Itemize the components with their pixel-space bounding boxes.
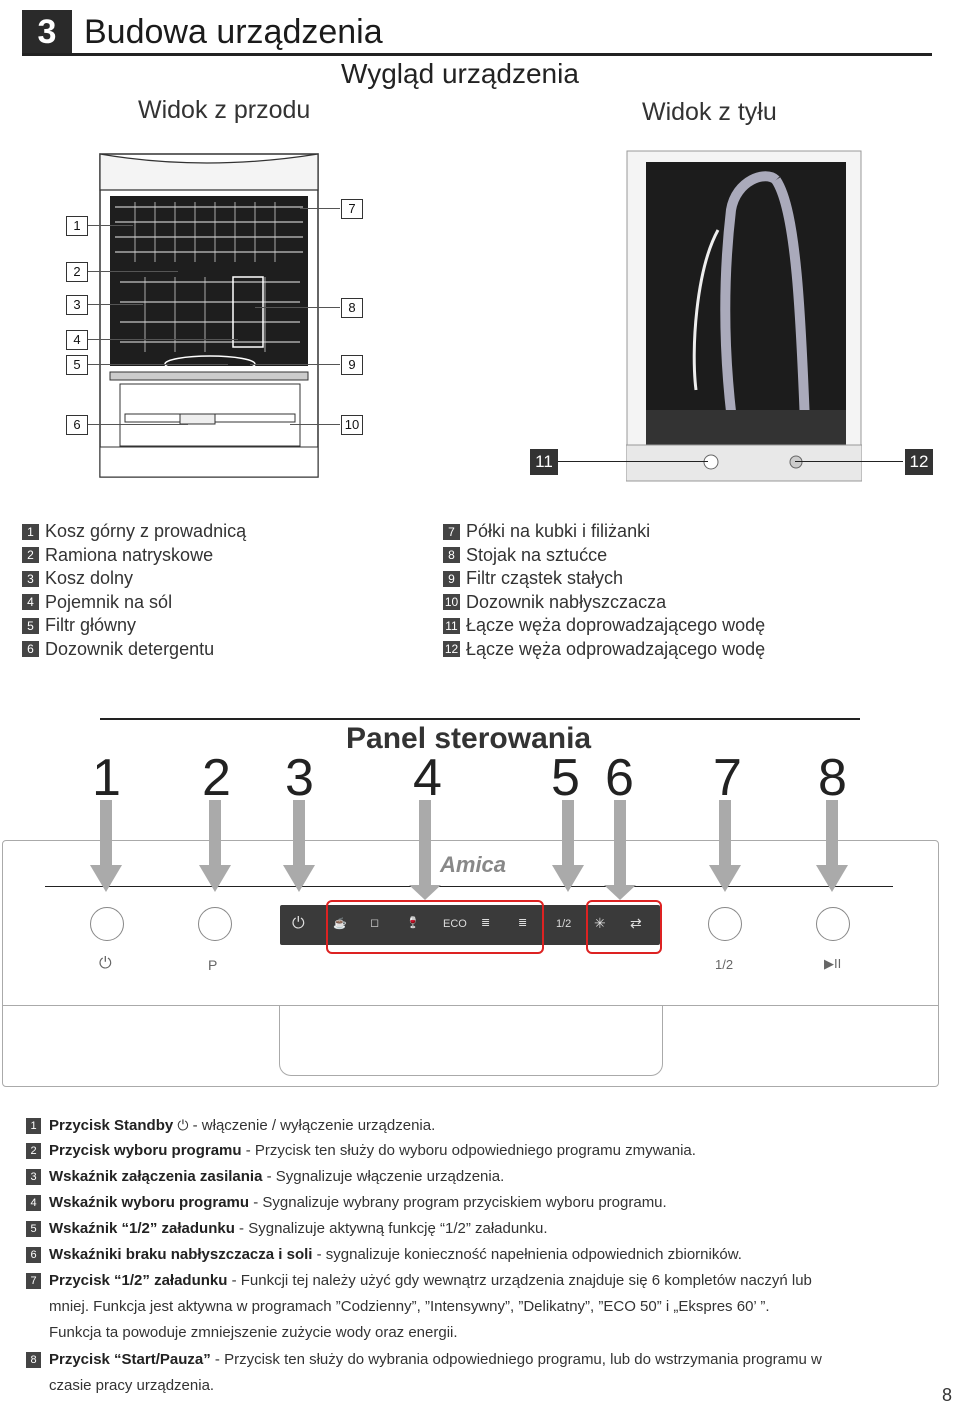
panel-num-8: 8 bbox=[818, 748, 847, 808]
half-load-label: 1/2 bbox=[715, 957, 733, 972]
half-load-indicator: 1/2 bbox=[556, 918, 571, 930]
page-number: 8 bbox=[942, 1385, 952, 1406]
program-button[interactable] bbox=[198, 907, 232, 941]
panel-arrows bbox=[0, 800, 960, 900]
callout-4: 4 bbox=[66, 330, 88, 350]
panel-num-3: 3 bbox=[285, 748, 314, 808]
callout-9: 9 bbox=[341, 355, 363, 375]
standby-symbol-icon: ⏻ bbox=[177, 1117, 188, 1133]
section-title: Budowa urządzenia bbox=[84, 10, 383, 54]
panel-num-1: 1 bbox=[92, 748, 121, 808]
program-label: P bbox=[208, 957, 217, 973]
callout-8: 8 bbox=[341, 298, 363, 318]
salt-icon: ⇄ bbox=[630, 915, 642, 932]
callout-7: 7 bbox=[341, 199, 363, 219]
callout-1: 1 bbox=[66, 216, 88, 236]
callout-5: 5 bbox=[66, 355, 88, 375]
panel-num-2: 2 bbox=[202, 748, 231, 808]
cup-icon: ☕ bbox=[333, 917, 347, 930]
intensive-icon: ≣ bbox=[518, 916, 527, 929]
eco-label: ECO bbox=[443, 918, 467, 930]
rapid-icon: ≣ bbox=[481, 916, 490, 929]
program-indicator-highlight bbox=[326, 900, 544, 954]
callout-6: 6 bbox=[66, 415, 88, 435]
power-icon: ⏻ bbox=[292, 915, 305, 933]
section-rule bbox=[22, 53, 932, 56]
desc-8-cont: czasie pracy urządzenia. bbox=[49, 1373, 214, 1399]
start-pause-icon: ▶II bbox=[824, 956, 841, 972]
panel-num-5: 5 bbox=[551, 748, 580, 808]
half-load-button[interactable] bbox=[708, 907, 742, 941]
callout-10: 10 bbox=[341, 415, 363, 435]
callout-11: 11 bbox=[530, 449, 558, 475]
desc-7-cont-2: Funkcja ta powoduje zmniejszenie zużycie… bbox=[49, 1320, 458, 1346]
callout-2: 2 bbox=[66, 262, 88, 282]
subtitle: Wygląd urządzenia bbox=[0, 58, 920, 90]
back-view-label: Widok z tyłu bbox=[642, 98, 777, 127]
pot-icon: ◻ bbox=[370, 916, 379, 929]
start-pause-button[interactable] bbox=[816, 907, 850, 941]
standby-button[interactable] bbox=[90, 907, 124, 941]
back-view-illustration bbox=[626, 150, 862, 482]
sparkle-icon: ✳ bbox=[594, 915, 606, 932]
panel-handle-recess bbox=[279, 1005, 663, 1076]
panel-num-6: 6 bbox=[605, 748, 634, 808]
callout-12: 12 bbox=[905, 449, 933, 475]
panel-num-7: 7 bbox=[713, 748, 742, 808]
front-view-label: Widok z przodu bbox=[138, 96, 310, 125]
callout-3: 3 bbox=[66, 295, 88, 315]
standby-icon: ⏻ bbox=[99, 955, 112, 973]
panel-rule bbox=[100, 718, 860, 720]
desc-7-cont-1: mniej. Funkcja jest aktywna w programach… bbox=[49, 1294, 770, 1320]
panel-num-4: 4 bbox=[413, 748, 442, 808]
front-view-illustration bbox=[95, 152, 325, 482]
glass-icon: 🍷 bbox=[406, 916, 420, 929]
section-number: 3 bbox=[22, 10, 72, 54]
